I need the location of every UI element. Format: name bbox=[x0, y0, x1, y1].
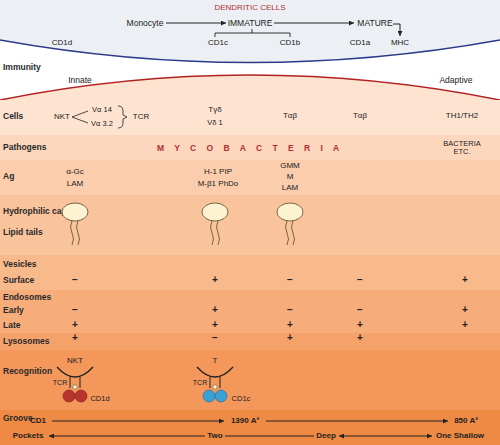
diagram-label: + bbox=[287, 333, 293, 344]
diagram-label: TCR bbox=[193, 379, 207, 386]
diagram-label: LAM bbox=[67, 180, 83, 188]
tcr-brace bbox=[118, 106, 127, 128]
diagram-label: Two bbox=[207, 432, 222, 440]
row-label: Lysosomes bbox=[3, 337, 49, 346]
diagram-label: Pockets bbox=[13, 432, 44, 440]
blue-curve bbox=[0, 40, 500, 63]
row-label: Groove bbox=[3, 414, 33, 423]
maturation-arrow bbox=[274, 22, 354, 23]
diagram-label: Vδ 1 bbox=[207, 119, 222, 127]
diagram-label: + bbox=[357, 333, 363, 344]
diagram-label: − bbox=[72, 275, 78, 286]
diagram-label: GMM bbox=[280, 162, 300, 170]
row-label: Pathogens bbox=[3, 143, 46, 152]
diagram-label: Innate bbox=[68, 76, 92, 85]
groove-line bbox=[225, 435, 314, 436]
diagram-label: BACTERIA ETC. bbox=[438, 140, 486, 156]
diagram-label: TCR bbox=[53, 379, 67, 386]
mhc-arrow bbox=[393, 24, 400, 36]
diagram-label: + bbox=[72, 333, 78, 344]
diagram-label: DENDRITIC CELLS bbox=[214, 4, 285, 12]
diagram-label: − bbox=[357, 275, 363, 286]
row-label: Recognition bbox=[3, 367, 52, 376]
diagram-label: Tγδ bbox=[208, 106, 221, 114]
diagram-label: H-1 PIP bbox=[204, 168, 232, 176]
diagram-label: CD1d bbox=[52, 39, 72, 47]
diagram-label: Vα 14 bbox=[92, 106, 112, 114]
diagram-label: T bbox=[213, 357, 218, 365]
top-area bbox=[0, 0, 500, 110]
immature-bracket bbox=[215, 29, 290, 37]
diagram-label: TH1/TH2 bbox=[446, 112, 478, 120]
diagram-label: − bbox=[72, 305, 78, 316]
red-curve bbox=[0, 75, 500, 100]
diagram-label: M bbox=[287, 173, 294, 181]
diagram-label: MHC bbox=[391, 39, 409, 47]
diagram-label: + bbox=[212, 305, 218, 316]
lipid-antigen bbox=[277, 203, 303, 245]
diagram-label: Tαβ bbox=[353, 112, 367, 120]
diagram-label: One Shallow bbox=[436, 432, 484, 440]
groove-arrow bbox=[339, 435, 432, 436]
diagram-label: + bbox=[287, 320, 293, 331]
diagram-label: + bbox=[212, 275, 218, 286]
diagram-label: + bbox=[357, 320, 363, 331]
diagram-label: + bbox=[462, 305, 468, 316]
row-label: Early bbox=[3, 306, 24, 315]
diagram-label: α-Gc bbox=[66, 168, 84, 176]
diagram-label: CD1d bbox=[90, 395, 109, 403]
maturation-arrow bbox=[166, 22, 226, 23]
diagram-label: + bbox=[462, 275, 468, 286]
lipid-antigen bbox=[202, 203, 228, 245]
row-band: Cells bbox=[0, 100, 500, 135]
diagram-label: NKT bbox=[67, 357, 83, 365]
diagram-label: + bbox=[462, 320, 468, 331]
row-label: Immunity bbox=[3, 63, 41, 72]
diagram-label: − bbox=[287, 305, 293, 316]
row-label: Lipid tails bbox=[3, 228, 43, 237]
diagram-label: CD1 bbox=[30, 417, 46, 425]
groove-arrow bbox=[266, 420, 448, 421]
diagram-label: Adaptive bbox=[439, 76, 472, 85]
row-band: Hydrophilic capLipid tails bbox=[0, 195, 500, 255]
diagram-label: M-β1 PhDo bbox=[198, 180, 239, 188]
diagram-label: M Y C O B A C T E R I A bbox=[157, 144, 343, 153]
diagram-label: TCR bbox=[133, 113, 149, 121]
diagram-label: CD1c bbox=[232, 395, 251, 403]
diagram-label: 1390 A² bbox=[231, 417, 259, 425]
row-label: Cells bbox=[3, 112, 23, 121]
diagram-label: NKT bbox=[54, 113, 70, 121]
diagram-label: + bbox=[212, 320, 218, 331]
diagram-label: MATURE bbox=[357, 19, 392, 28]
row-band: Groove bbox=[0, 410, 500, 445]
diagram-label: IMMATURE bbox=[228, 19, 273, 28]
diagram-label: − bbox=[212, 333, 218, 344]
diagram-label: LAM bbox=[282, 184, 298, 192]
row-label: Late bbox=[3, 321, 20, 330]
diagram-label: + bbox=[72, 320, 78, 331]
row-label: Ag bbox=[3, 172, 14, 181]
nkt-branch bbox=[72, 111, 88, 123]
row-label: Endosomes bbox=[3, 293, 51, 302]
diagram-label: CD1c bbox=[208, 39, 228, 47]
groove-arrow bbox=[49, 435, 205, 436]
diagram-label: CD1b bbox=[280, 39, 300, 47]
lipid-antigen bbox=[62, 203, 88, 245]
diagram-label: − bbox=[357, 305, 363, 316]
row-label: Hydrophilic cap bbox=[3, 207, 67, 216]
row-band: Immunity bbox=[0, 45, 500, 100]
groove-arrow bbox=[52, 420, 224, 421]
row-label: Vesicles bbox=[3, 260, 37, 269]
diagram-label: Deep bbox=[316, 432, 336, 440]
row-label: Surface bbox=[3, 276, 34, 285]
diagram-label: 850 A² bbox=[454, 417, 478, 425]
diagram-label: CD1a bbox=[350, 39, 370, 47]
diagram-label: Tαβ bbox=[283, 112, 297, 120]
diagram-label: Monocyte bbox=[127, 19, 164, 28]
row-band: Ag bbox=[0, 160, 500, 195]
diagram-label: Vα 3.2 bbox=[91, 120, 113, 128]
diagram-label: − bbox=[287, 275, 293, 286]
